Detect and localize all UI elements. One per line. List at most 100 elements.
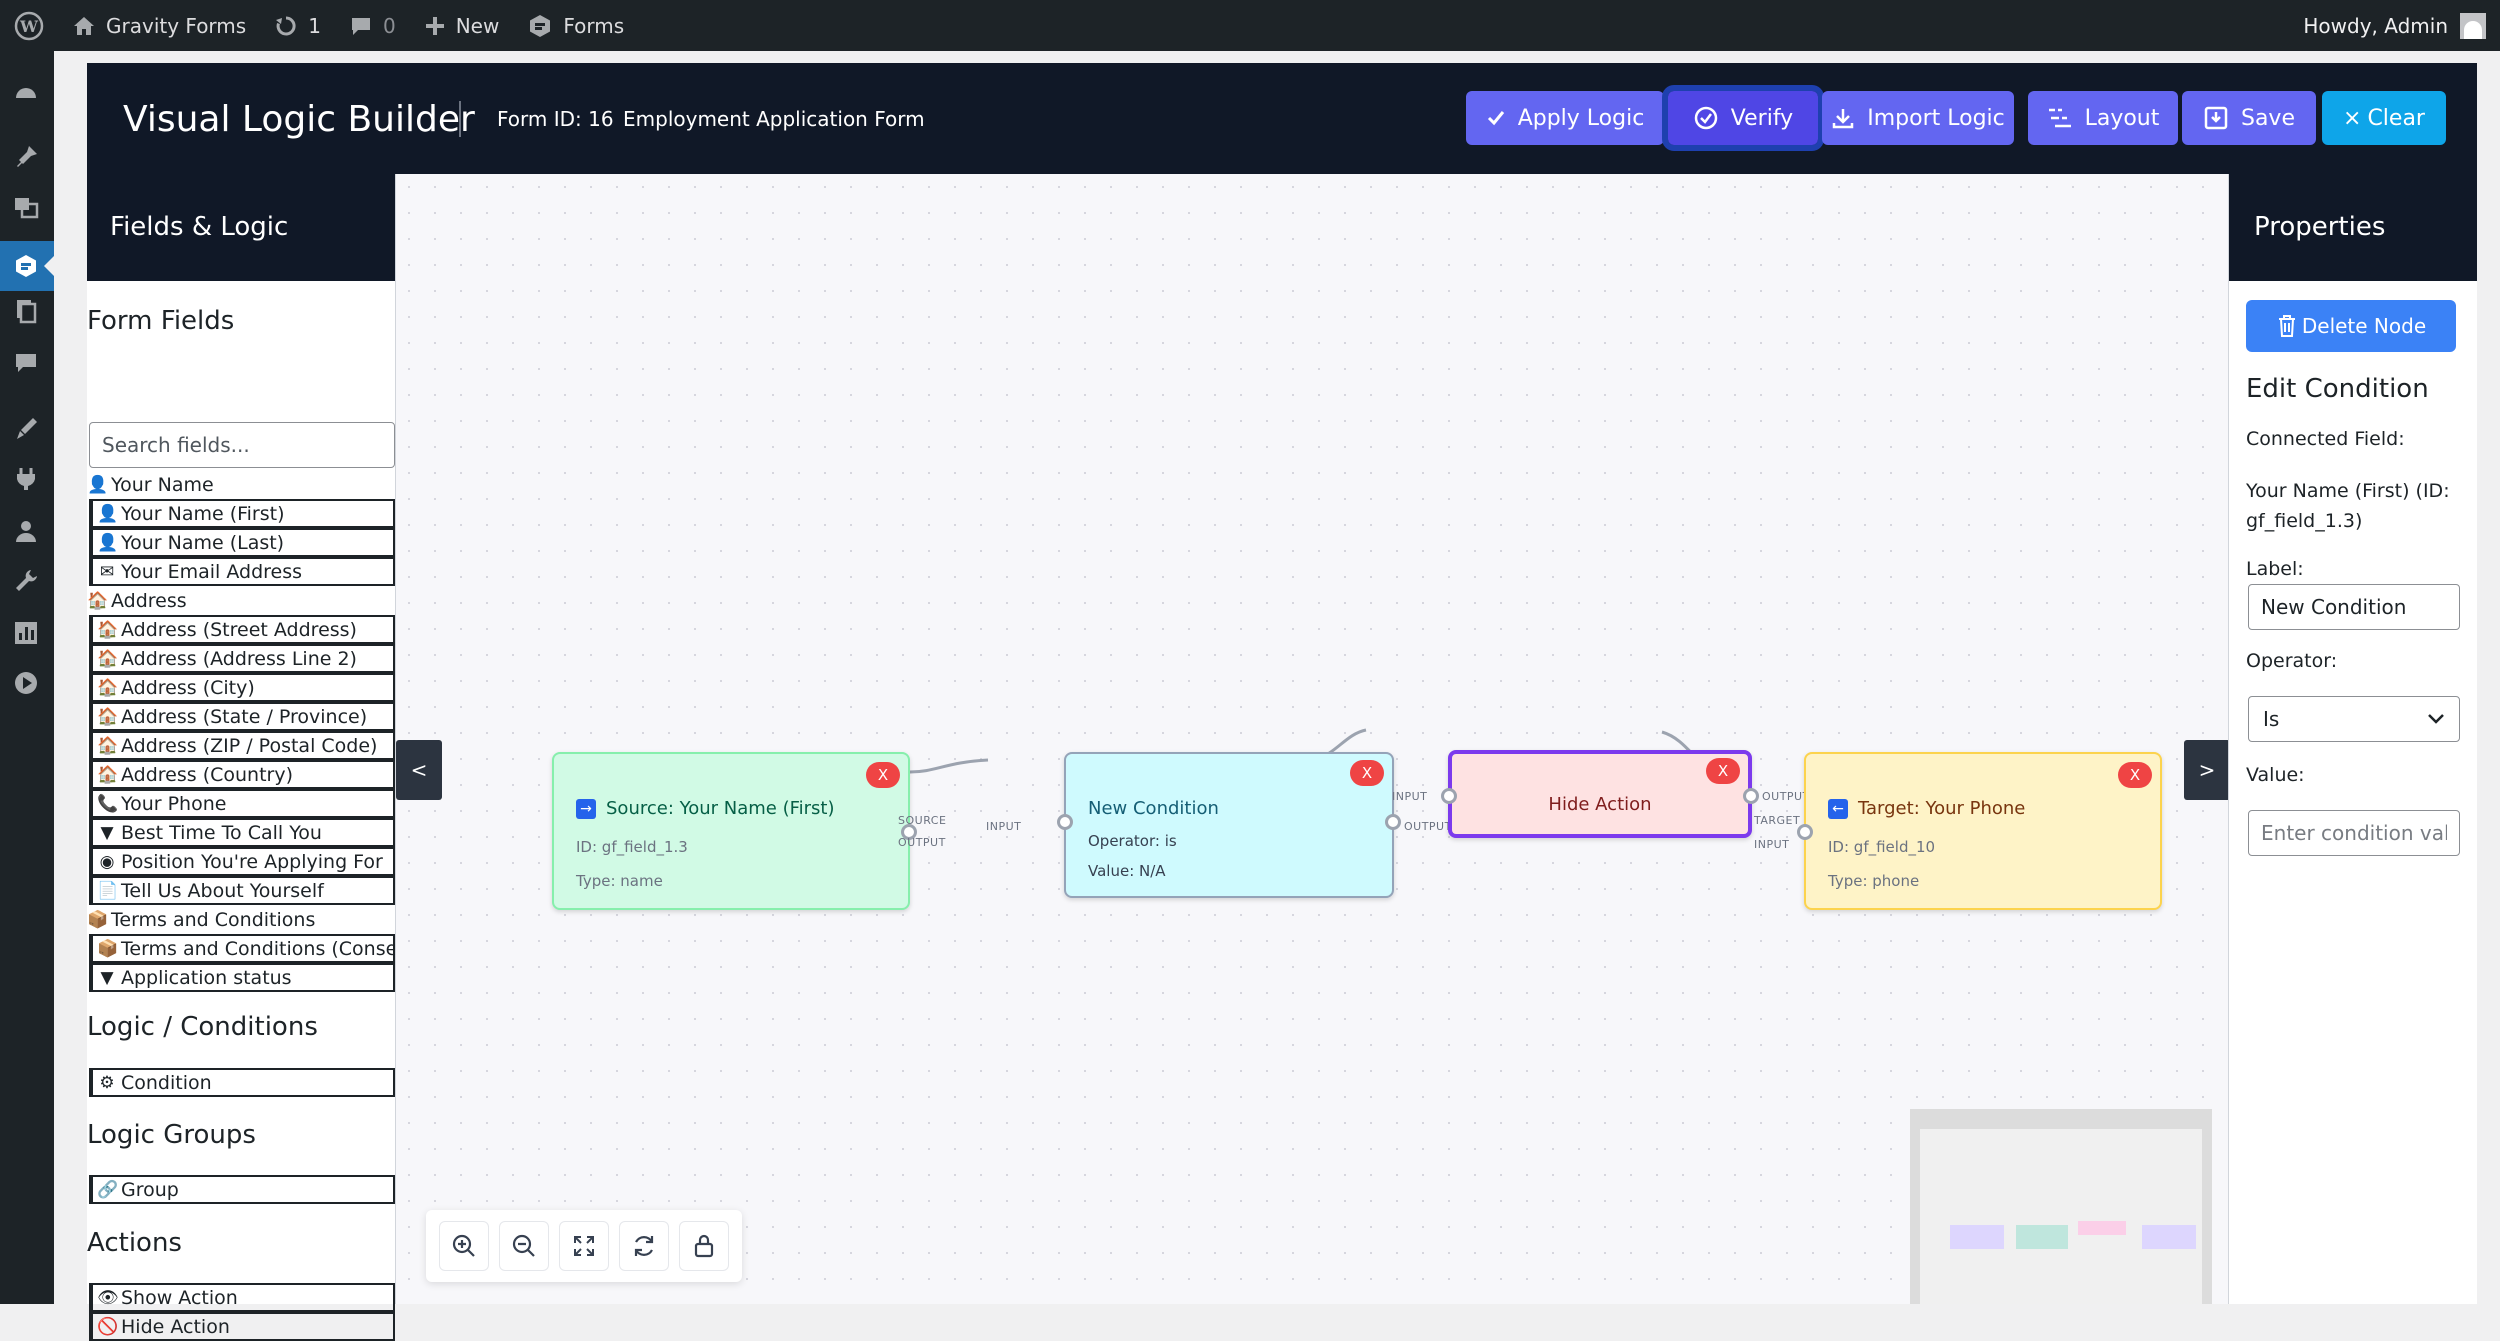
value-label: Value: <box>2246 764 2305 786</box>
logic-item-condition[interactable]: ⚙ Condition <box>89 1068 395 1097</box>
fields-panel-title: Fields & Logic <box>110 212 289 242</box>
minimap[interactable] <box>1910 1109 2212 1304</box>
field-item[interactable]: 📞Your Phone <box>89 789 395 818</box>
field-item[interactable]: ▼Best Time To Call You <box>89 818 395 847</box>
field-label: Your Name (Last) <box>121 531 285 554</box>
plugins-icon[interactable] <box>12 465 40 493</box>
tools-icon[interactable] <box>12 567 40 595</box>
source-output-port[interactable] <box>901 824 917 840</box>
operator-select[interactable]: Is <box>2248 696 2460 742</box>
field-item[interactable]: ▼Application status <box>89 963 395 992</box>
hide-action-output-port[interactable] <box>1743 788 1759 804</box>
import-logic-button[interactable]: Import Logic <box>1822 91 2014 145</box>
delete-node-icon[interactable]: X <box>1350 760 1384 786</box>
operator-label: Operator: <box>2246 650 2338 672</box>
logic-item-group[interactable]: 🔗 Group <box>89 1175 395 1204</box>
dashboard-icon[interactable] <box>12 79 40 107</box>
target-node-id: ID: gf_field_10 <box>1828 838 1936 856</box>
media-icon[interactable] <box>12 193 40 221</box>
logic-groups-title: Logic Groups <box>87 1120 256 1150</box>
lock-button[interactable] <box>679 1221 729 1271</box>
reset-button[interactable] <box>619 1221 669 1271</box>
field-icon: 👤 <box>87 474 109 495</box>
field-search-input[interactable] <box>89 422 395 468</box>
wordpress-logo-button[interactable]: W <box>0 0 58 51</box>
delete-node-button[interactable]: Delete Node <box>2246 300 2456 352</box>
hide-action-node-title: Hide Action <box>1548 794 1652 815</box>
site-name: Gravity Forms <box>106 13 247 38</box>
target-input-port[interactable] <box>1797 824 1813 840</box>
hide-action-input-port[interactable] <box>1441 788 1457 804</box>
zoom-in-button[interactable] <box>439 1221 489 1271</box>
field-item[interactable]: 🏠Address (Country) <box>89 760 395 789</box>
field-item[interactable]: 👤Your Name (Last) <box>89 528 395 557</box>
field-item[interactable]: 📄Tell Us About Yourself <box>89 876 395 905</box>
comments-menu-icon[interactable] <box>12 349 40 377</box>
condition-value-input[interactable] <box>2248 810 2460 856</box>
field-item[interactable]: 🏠Address (City) <box>89 673 395 702</box>
arrow-right-icon: → <box>576 799 596 819</box>
save-button[interactable]: Save <box>2182 91 2316 145</box>
zoom-out-button[interactable] <box>499 1221 549 1271</box>
field-item[interactable]: ◉Position You're Applying For <box>89 847 395 876</box>
field-item[interactable]: ✉Your Email Address <box>89 557 395 586</box>
updates-link[interactable]: 1 <box>260 0 335 51</box>
condition-output-port[interactable] <box>1385 814 1401 830</box>
updates-icon <box>276 15 296 35</box>
collapse-right-button[interactable]: > <box>2184 740 2228 800</box>
field-item[interactable]: 🏠Address (ZIP / Postal Code) <box>89 731 395 760</box>
collapse-left-button[interactable]: < <box>396 740 442 800</box>
download-icon <box>1832 109 1854 129</box>
condition-node[interactable]: New Condition Operator: is Value: N/A X … <box>986 752 1451 898</box>
field-group-header[interactable]: 📦Terms and Conditions <box>87 905 395 934</box>
play-icon[interactable] <box>12 669 40 697</box>
fit-view-button[interactable] <box>559 1221 609 1271</box>
properties-panel: Properties Delete Node Edit Condition Co… <box>2229 174 2477 1304</box>
posts-icon[interactable] <box>12 143 40 171</box>
forms-link[interactable]: Forms <box>513 0 638 51</box>
logic-canvas[interactable]: < > →Source: Your Name (First) ID: gf_fi… <box>395 174 2229 1304</box>
forms-menu-current[interactable] <box>0 241 54 291</box>
layout-button[interactable]: Layout <box>2028 91 2178 145</box>
pages-icon[interactable] <box>12 297 40 325</box>
field-item[interactable]: 🏠Address (Address Line 2) <box>89 644 395 673</box>
condition-input-port[interactable] <box>1057 814 1073 830</box>
field-icon: 🏠 <box>97 677 119 698</box>
label-input[interactable] <box>2248 584 2460 630</box>
delete-node-icon[interactable]: X <box>1706 758 1740 784</box>
eye-icon: 👁 <box>97 1287 119 1308</box>
forms-label: Forms <box>563 13 625 38</box>
field-group-header[interactable]: 🏠Address <box>87 586 395 615</box>
port-label: OUTPUT <box>898 836 946 849</box>
field-item[interactable]: 👤Your Name (First) <box>89 499 395 528</box>
chevron-down-icon <box>2428 714 2444 724</box>
forms-menu-icon <box>12 252 40 280</box>
connected-field-label: Connected Field: <box>2246 428 2405 450</box>
delete-node-icon[interactable]: X <box>2118 762 2152 788</box>
minimap-node <box>2078 1221 2126 1235</box>
action-item-hide[interactable]: 🚫Hide Action <box>89 1312 395 1341</box>
users-icon[interactable] <box>12 517 40 545</box>
field-label: Terms and Conditions (Consent) <box>121 937 395 960</box>
source-node[interactable]: →Source: Your Name (First) ID: gf_field_… <box>552 752 946 910</box>
hide-action-node[interactable]: Hide Action X INPUT OUTPUT <box>1392 750 1809 838</box>
delete-node-icon[interactable]: X <box>866 762 900 788</box>
appearance-icon[interactable] <box>12 415 40 443</box>
form-name-label: Employment Application Form <box>623 107 925 131</box>
settings-icon[interactable] <box>12 619 40 647</box>
verify-button[interactable]: Verify <box>1662 85 1824 151</box>
field-item[interactable]: 🏠Address (State / Province) <box>89 702 395 731</box>
clear-button[interactable]: × Clear <box>2322 91 2446 145</box>
my-account[interactable]: Howdy, Admin <box>2303 0 2486 51</box>
apply-logic-button[interactable]: Apply Logic <box>1466 91 1664 145</box>
form-fields-title: Form Fields <box>87 306 235 336</box>
field-item[interactable]: 📦Terms and Conditions (Consent) <box>89 934 395 963</box>
comments-link[interactable]: 0 <box>335 0 410 51</box>
action-item-show[interactable]: 👁 Show Action <box>89 1283 395 1312</box>
new-content-link[interactable]: New <box>410 0 514 51</box>
site-name-link[interactable]: Gravity Forms <box>58 0 260 51</box>
field-item[interactable]: 🏠Address (Street Address) <box>89 615 395 644</box>
field-icon: 📞 <box>97 793 119 814</box>
field-group-header[interactable]: 👤Your Name <box>87 470 395 499</box>
target-node[interactable]: ←Target: Your Phone ID: gf_field_10 Type… <box>1754 752 2162 910</box>
